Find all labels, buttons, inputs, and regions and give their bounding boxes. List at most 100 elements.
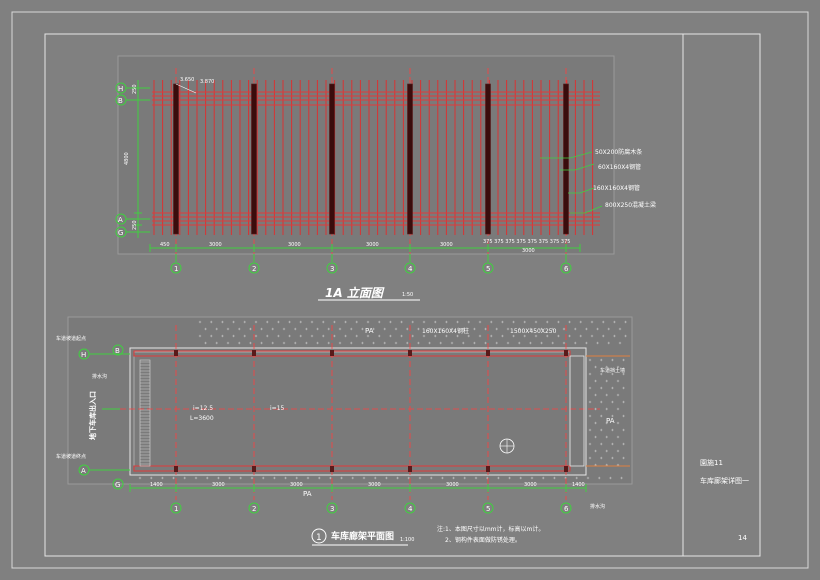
plant-mark [490,320,493,324]
axis-label-2: 2 [252,265,256,273]
plant-mark [243,334,246,338]
right-note-1: 车道挡土墙 [600,367,625,374]
plant-mark [611,400,614,404]
plant-mark [540,341,543,345]
plant-mark [299,334,302,338]
plant-mark [316,327,319,331]
plant-mark [277,320,280,324]
plant-mark [478,334,482,338]
lower-plan: i=12.5 L=3600 i=15 地下车库出入口 车道坡道起点 车道坡道终点… [56,316,633,546]
plant-mark [355,334,358,338]
lower-axis-label-1: 1 [174,505,178,513]
plant-mark [428,327,431,331]
left-dimensions [126,80,150,238]
plant-mark [288,334,291,338]
plant-mark [417,327,420,331]
plant-mark [600,456,603,460]
note-line-1: 注:1、本图尺寸以mm计，标高以m计。 [437,525,544,533]
plant-mark [551,327,554,331]
plant-mark [529,341,532,345]
plant-mark [462,341,465,345]
plant-mark [616,365,620,369]
svg-text:B: B [118,97,123,105]
plant-mark [310,320,314,324]
plant-mark [605,449,608,453]
lower-post-top-2 [252,350,256,356]
lower-post-bottom-5 [486,466,490,472]
plant-mark [598,476,601,480]
plant-mark [250,476,254,480]
lower-row-marker-b: B [112,344,124,356]
plant-mark [232,320,235,324]
plant-mark [316,341,319,345]
plant-mark [327,327,330,331]
slope-label-3: i=15 [270,405,285,412]
plant-mark [284,476,287,480]
plant-mark [445,320,448,324]
column-post-1 [173,83,179,235]
lower-post-bottom-4 [408,466,412,472]
plant-mark [568,320,571,324]
plant-mark [590,334,594,338]
plant-mark [206,476,209,480]
plant-mark [588,456,592,460]
plant-mark [150,476,153,480]
plant-mark [450,341,454,345]
top-mark-2: 3.870 [200,79,214,85]
plant-mark [305,327,308,331]
plant-mark [506,327,510,331]
plant-mark [450,327,454,331]
top-beam [133,350,571,357]
plant-mark [512,320,515,324]
plan-title-group: 1 车库廊架平面图 1:100 [311,528,414,546]
plant-mark [546,320,549,324]
plant-mark [574,341,577,345]
lower-axis-bubble-6 [560,502,572,514]
dim-3000-5: 3000 [522,248,535,254]
plant-mark [588,358,592,362]
plant-mark [551,341,554,345]
plant-mark [620,476,623,480]
dim-3000-4: 3000 [440,242,453,248]
plant-mark [221,334,224,338]
axis-bubble-1 [170,262,182,274]
plant-mark [616,421,620,425]
plant-mark [383,327,386,331]
lower-row-marker-g: G [112,478,124,490]
plant-mark [434,334,437,338]
plant-mark [372,341,375,345]
lower-axis-bubble-3 [326,502,338,514]
svg-text:A: A [118,216,123,224]
plant-mark [605,421,608,425]
plant-mark [616,379,620,383]
plant-mark [277,334,280,338]
plant-mark [183,476,186,480]
slope-label-1: i=12.5 [193,405,213,412]
plant-mark [254,320,258,324]
lower-axis-bubble-4 [404,502,416,514]
row-marker-b: B [115,94,127,106]
lower-axis-bubble-1 [170,502,182,514]
plant-mark [495,341,498,345]
axis-bubble-3 [326,262,338,274]
plant-mark [523,334,526,338]
plant-mark [518,341,521,345]
plant-mark [607,327,610,331]
plan-title-scale: 1:100 [400,537,414,543]
note-line-2: 2、钢构件表面做防锈处理。 [445,536,521,544]
upper-plan: 4800 250 250 H B A G 3.650 3.870 [115,55,656,301]
plant-mark [616,407,620,411]
axis-bubble-4 [404,262,416,274]
plant-mark [282,341,286,345]
plant-mark [262,476,265,480]
lower-post-top-5 [486,350,490,356]
plant-mark [406,327,409,331]
plant-mark [215,341,218,345]
plant-mark [226,327,230,331]
plant-mark [616,393,620,397]
plant-mark [568,334,571,338]
plant-mark [588,414,592,418]
plant-mark [611,386,614,390]
plant-mark [361,341,364,345]
top-note-1: 160X160X4钢柱 [422,327,469,335]
